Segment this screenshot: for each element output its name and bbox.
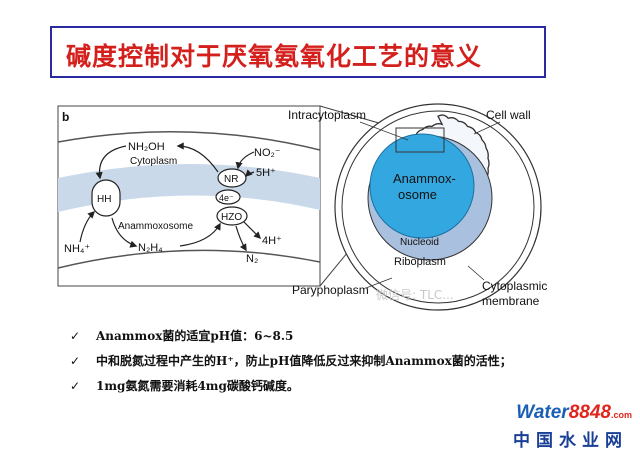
arrow-no2-to-nr [235, 151, 255, 170]
title-box: 碱度控制对于厌氧氨氧化工艺的意义 [50, 26, 546, 78]
panel-label: b [62, 110, 69, 124]
paryphoplasm-label: Paryphoplasm [292, 283, 369, 297]
nh2oh-label: NH₂OH [128, 141, 165, 153]
nh4-label: NH₄⁺ [64, 243, 90, 255]
paryphoplasm-leader [365, 277, 393, 289]
logo-chinese: 中国水业网 [513, 431, 628, 451]
cell-wall-label: Cell wall [486, 108, 531, 122]
h4-label: 4H⁺ [262, 235, 282, 247]
anammoxosome-organelle [369, 133, 475, 239]
n2-label: N₂ [246, 253, 258, 265]
intracytoplasm-leader [359, 121, 409, 141]
bullet-text: Anammox菌的适宜pH值：6~8.5 [96, 329, 294, 343]
watermark: 微信号: TLC... [376, 288, 454, 302]
logo-part-domain: .com [610, 410, 632, 420]
bullet-item: ✓ Anammox菌的适宜pH值：6~8.5 [70, 327, 293, 344]
hh-label: HH [97, 194, 111, 205]
e4-label: 4e⁻ [219, 193, 234, 203]
zoom-box [395, 127, 445, 153]
bullet-text: 中和脱氮过程中产生的H⁺，防止pH值降低反过来抑制Anammox菌的活性； [96, 354, 512, 368]
logo-wordmark: Water8848.com [516, 402, 632, 424]
anammoxosome-band [58, 164, 320, 212]
water8848-logo: Water8848.com 中国水业网 [506, 402, 636, 451]
nr-label: NR [224, 174, 238, 185]
bullet-item: ✓ 中和脱氮过程中产生的H⁺，防止pH值降低反过来抑制Anammox菌的活性； [70, 352, 512, 369]
nucleoid-label: Nucleoid [400, 237, 439, 248]
h5-label: 5H⁺ [256, 167, 276, 179]
riboplasm-label: Riboplasm [394, 256, 446, 268]
no2-label: NO₂⁻ [254, 147, 281, 159]
cytoplasmic-membrane-label2: membrane [482, 294, 540, 308]
cytoplasmic-membrane-label1: Cytoplasmic [482, 279, 547, 293]
check-icon: ✓ [70, 329, 81, 343]
cell-wall-leader [473, 121, 501, 135]
anammox-cell-diagram: b NH₂OH Cytoplasm NO₂⁻ 5H⁺ HH NR 4e⁻ HZO… [57, 103, 547, 311]
cytoplasm-label: Cytoplasm [130, 156, 177, 167]
arrow-hzo-to-h4 [243, 221, 262, 240]
inner-membrane-curve [58, 249, 320, 269]
hh-enzyme [91, 179, 121, 217]
anammox-line2: osome [398, 187, 437, 202]
arrow-hh-to-n2h4 [111, 217, 138, 248]
hzo-enzyme [216, 206, 248, 226]
arrow-nh4-to-hh [79, 210, 96, 243]
check-icon: ✓ [70, 354, 81, 368]
arrow-nr-to-nh2oh [176, 142, 219, 173]
electron-carrier [215, 189, 241, 205]
logo-part-water: Water [516, 402, 569, 423]
n2h4-label: N₂H₄ [138, 242, 163, 254]
cytoplasmic-membrane-leader [467, 265, 485, 281]
intracytoplasm-label: Intracytoplasm [288, 108, 366, 122]
slide-title: 碱度控制对于厌氧氨氧化工艺的意义 [66, 42, 483, 71]
outer-membrane-curve [58, 130, 320, 151]
check-icon: ✓ [70, 379, 81, 393]
arrow-n2h4-to-hzo [179, 222, 221, 247]
hzo-label: HZO [221, 212, 242, 223]
arrow-nh2oh-to-hh [95, 145, 127, 180]
arrow-hzo-to-n2 [235, 225, 247, 252]
anammox-line1: Anammox- [393, 171, 456, 186]
bullet-text: 1mg氨氮需要消耗4mg碳酸钙碱度。 [96, 379, 299, 393]
logo-part-number: 8848 [568, 402, 611, 423]
arrow-h5-to-nr [244, 169, 255, 178]
bullet-item: ✓ 1mg氨氮需要消耗4mg碳酸钙碱度。 [70, 377, 299, 394]
anammoxosome-label: Anammoxosome [118, 221, 193, 232]
nr-enzyme [217, 168, 247, 188]
